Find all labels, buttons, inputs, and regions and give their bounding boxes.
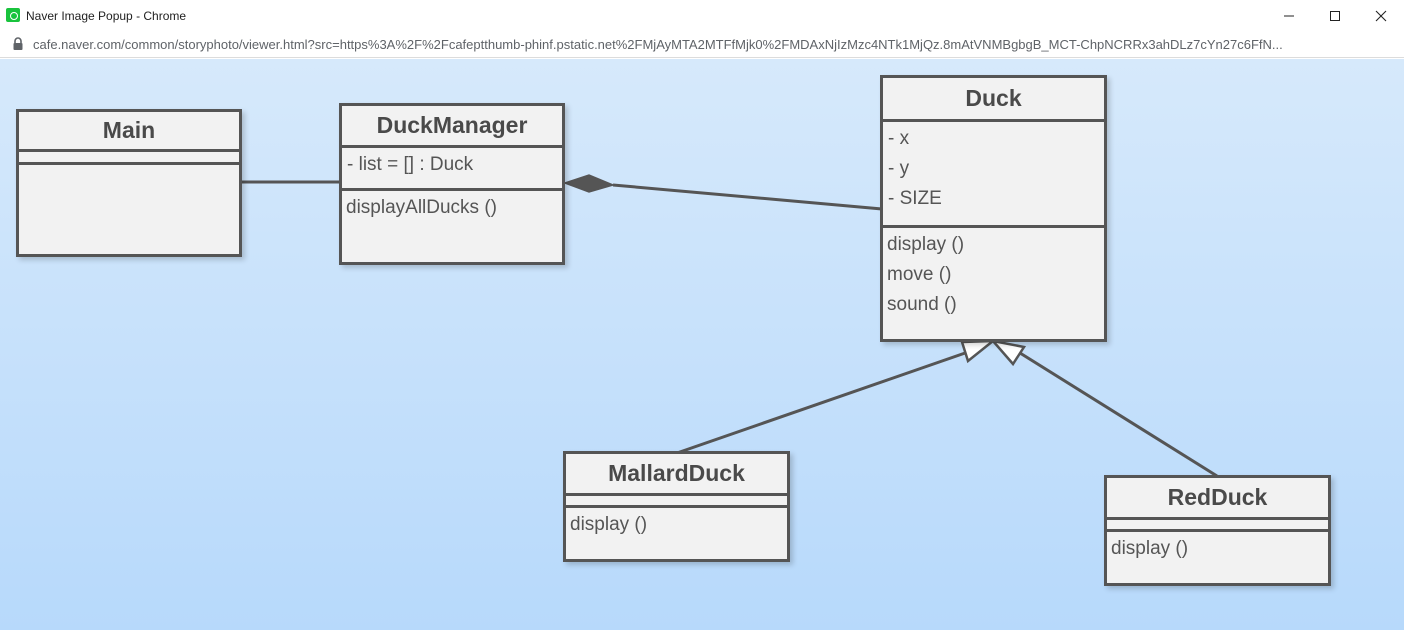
class-name: RedDuck	[1107, 478, 1328, 520]
minimize-button[interactable]	[1266, 0, 1312, 32]
class-box-redduck[interactable]: RedDuck display ()	[1104, 475, 1331, 586]
class-methods: displayAllDucks ()	[342, 191, 562, 225]
class-attributes: - list = [] : Duck	[342, 148, 562, 191]
class-attributes	[1107, 520, 1328, 532]
attribute-item: - x	[888, 128, 910, 149]
class-box-mallardduck[interactable]: MallardDuck display ()	[563, 451, 790, 562]
app-icon	[6, 8, 20, 22]
maximize-button[interactable]	[1312, 0, 1358, 32]
class-box-duck[interactable]: Duck - x - y - SIZE display () move () s…	[880, 75, 1107, 342]
diagram-canvas: Main DuckManager - list = [] : Duck disp…	[0, 59, 1404, 630]
url-text[interactable]: cafe.naver.com/common/storyphoto/viewer.…	[33, 37, 1283, 52]
class-attributes: - x - y - SIZE	[883, 122, 1104, 228]
diagram-connectors	[242, 174, 1218, 478]
method-item: display ()	[570, 514, 648, 535]
class-attributes	[566, 496, 787, 508]
attribute-item: - y	[888, 158, 910, 179]
address-bar[interactable]: cafe.naver.com/common/storyphoto/viewer.…	[0, 32, 1404, 58]
inheritance-arrow-icon	[989, 339, 1027, 367]
method-item: display ()	[1111, 538, 1189, 559]
minimize-icon	[1284, 15, 1294, 17]
class-methods: display ()	[566, 508, 787, 542]
inheritance-line-mallard-duck	[676, 350, 969, 455]
class-name: MallardDuck	[566, 454, 787, 496]
lock-icon	[13, 37, 23, 50]
inheritance-arrow-icon	[960, 339, 997, 364]
class-name: Duck	[883, 78, 1104, 122]
method-item: displayAllDucks ()	[346, 197, 497, 218]
class-methods: display ()	[1107, 532, 1328, 566]
method-item: sound ()	[887, 294, 957, 315]
title-bar: Naver Image Popup - Chrome	[0, 0, 1404, 32]
class-box-duckmanager[interactable]: DuckManager - list = [] : Duck displayAl…	[339, 103, 565, 265]
method-item: display ()	[887, 234, 965, 255]
class-name: DuckManager	[342, 106, 562, 148]
inheritance-line-redduck-duck	[1019, 351, 1218, 478]
class-methods	[19, 165, 239, 169]
close-icon	[1375, 10, 1387, 22]
class-methods: display () move () sound ()	[883, 228, 1104, 322]
method-item: move ()	[887, 264, 952, 285]
class-box-main[interactable]: Main	[16, 109, 242, 257]
close-button[interactable]	[1358, 0, 1404, 32]
composition-line-duckmanager-duck	[612, 183, 883, 211]
window-title: Naver Image Popup - Chrome	[26, 9, 187, 23]
composition-diamond-icon	[562, 174, 616, 193]
maximize-icon	[1330, 11, 1340, 21]
attribute-item: - SIZE	[888, 188, 942, 209]
class-attributes	[19, 152, 239, 165]
attribute-item: - list = [] : Duck	[347, 154, 474, 175]
class-name: Main	[19, 112, 239, 152]
